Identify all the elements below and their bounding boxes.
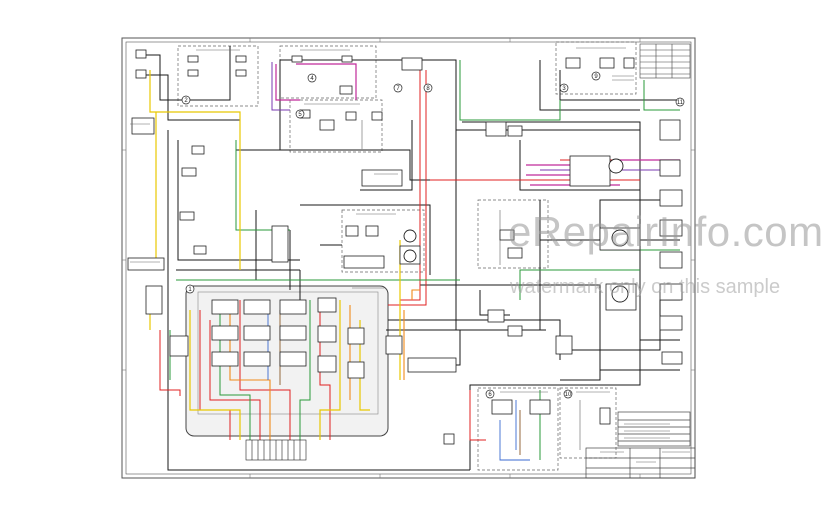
callout-3: 3 [559,83,569,93]
legend-box [617,411,691,447]
callout-8-label: 8 [426,86,430,92]
callout-3-label: 3 [562,86,566,92]
callout-4-label: 4 [310,76,314,82]
callout-2: 2 [181,95,191,105]
revision-table [639,43,691,79]
fine-annotations [130,47,690,463]
wires-yellow [149,70,401,440]
panel-inner-box [197,291,379,415]
wires-blue [267,310,530,461]
frame-tick-marks [122,38,695,478]
callout-5-label: 5 [298,112,302,118]
title-block [585,447,696,479]
callout-5: 5 [295,109,305,119]
callouts: 1 2 3 4 5 6 7 8 9 10 11 [181,71,685,399]
wires-red [159,60,680,441]
callout-9: 9 [591,71,601,81]
callout-10: 10 [563,389,573,399]
callout-4: 4 [307,73,317,83]
callout-10-label: 10 [565,392,572,398]
wires-brown [279,310,521,455]
callout-11-label: 11 [677,100,684,106]
watermark-notice: watermark only on this sample [510,276,781,298]
drawing-frame [121,37,696,479]
terminal-strip [245,439,307,461]
callout-7-label: 7 [396,86,400,92]
callout-6: 6 [485,389,495,399]
callout-6-label: 6 [488,392,492,398]
gauges [403,158,629,303]
callout-1-label: 1 [188,287,192,293]
callout-1: 1 [185,284,195,294]
components [127,49,683,445]
callout-7: 7 [393,83,403,93]
callout-8: 8 [423,83,433,93]
callout-9-label: 9 [594,74,598,80]
callout-2-label: 2 [184,98,188,104]
callout-11: 11 [675,97,685,107]
watermark-brand: eRepairInfo.com [508,208,824,255]
wires-purple [271,62,680,171]
